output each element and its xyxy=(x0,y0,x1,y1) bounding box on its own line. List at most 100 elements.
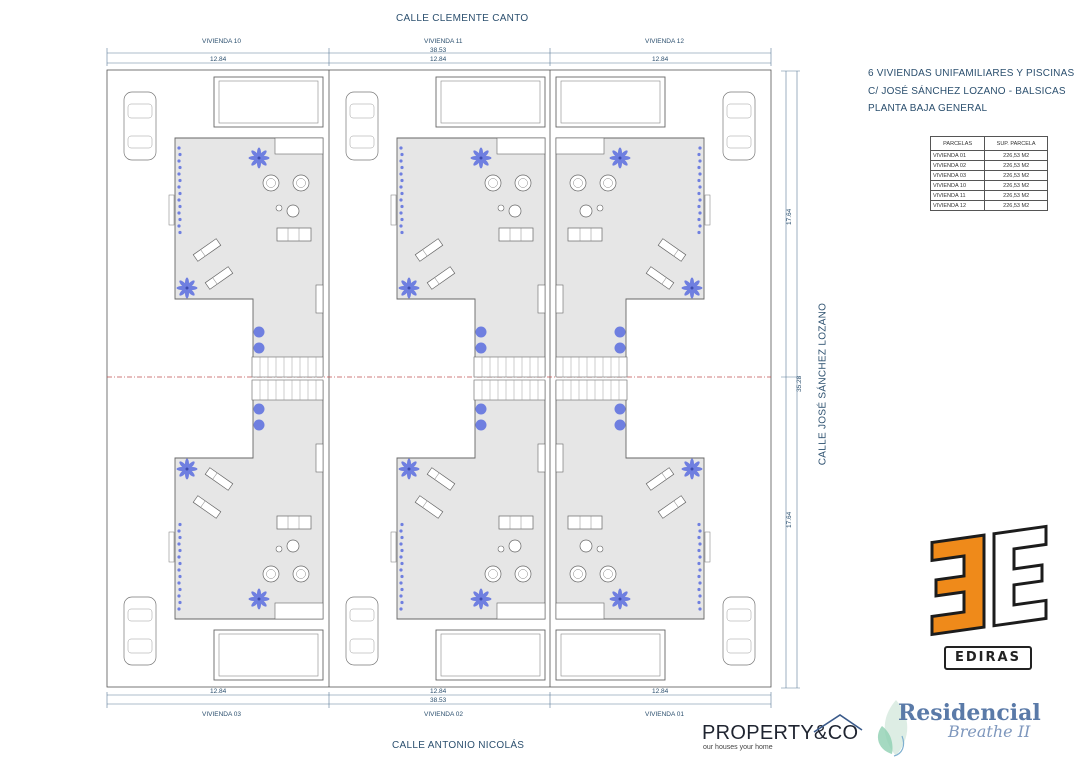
side-table xyxy=(508,539,522,553)
sun-lounger-icon xyxy=(645,467,675,491)
staircase xyxy=(251,356,324,378)
kitchen-counter xyxy=(537,284,546,314)
car-icon xyxy=(345,91,379,161)
hedge-dot xyxy=(697,178,701,183)
window xyxy=(704,194,711,226)
dimension-lot-width-bottom-3: 12.84 xyxy=(652,688,669,695)
hedge-dot xyxy=(698,581,702,585)
hedge-dot xyxy=(177,542,181,546)
sun-lounger-icon xyxy=(192,495,222,519)
palm-plant-icon xyxy=(470,588,492,610)
hedge-dot xyxy=(178,230,182,235)
property-logo-name: PROPERTY&CO xyxy=(702,722,859,744)
stool xyxy=(275,545,283,553)
planter xyxy=(614,403,626,415)
hedge-dot xyxy=(400,600,404,605)
planter xyxy=(475,326,487,338)
ediras-wordmark: EDIRAS xyxy=(944,646,1032,670)
palm-plant-icon xyxy=(176,277,198,299)
hedge-dot xyxy=(400,574,404,579)
planter xyxy=(253,326,265,338)
armchair-icon xyxy=(484,174,502,192)
hedge-dot xyxy=(177,594,181,598)
hedge-dot xyxy=(178,522,182,527)
hedge-dot xyxy=(400,191,404,196)
stool xyxy=(497,204,505,212)
house-lot xyxy=(123,76,324,378)
staircase xyxy=(555,356,628,378)
armchair-icon xyxy=(569,565,587,583)
sun-lounger-icon xyxy=(414,238,444,262)
hedge-dot xyxy=(178,191,182,196)
hedge-dot xyxy=(399,146,403,150)
palm-plant-icon xyxy=(470,147,492,169)
hedge-dot xyxy=(697,152,701,157)
hedge-dot xyxy=(697,217,701,222)
hedge-dot xyxy=(177,185,181,189)
title-line-1: 6 VIVIENDAS UNIFAMILIARES Y PISCINAS xyxy=(868,68,1075,79)
hedge-dot xyxy=(399,198,403,202)
table-cell: VIVIENDA 02 xyxy=(929,160,986,171)
hedge-dot xyxy=(697,191,701,196)
sun-lounger-icon xyxy=(414,495,444,519)
terrace-step xyxy=(274,602,324,620)
planter xyxy=(614,326,626,338)
planter xyxy=(253,403,265,415)
stool xyxy=(596,545,604,553)
dimension-total-width-top: 38.53 xyxy=(430,47,447,54)
pool-water xyxy=(560,80,661,124)
hedge-dot xyxy=(400,152,404,157)
sun-lounger-icon xyxy=(657,238,687,262)
sun-lounger-icon xyxy=(645,266,675,290)
hedge-dot xyxy=(177,198,181,202)
hedge-dot xyxy=(178,152,182,157)
parcel-outlines xyxy=(106,69,772,688)
palm-plant-icon xyxy=(681,277,703,299)
house-lot xyxy=(345,76,546,378)
hedge-dot xyxy=(178,535,182,540)
vivienda-label-bottom-2: VIVIENDA 02 xyxy=(424,711,464,718)
hedge-dot xyxy=(697,165,701,170)
hedge-dot xyxy=(399,159,403,163)
hedge-dot xyxy=(400,587,404,592)
hedge-dot xyxy=(399,224,403,228)
armchair-icon xyxy=(262,565,280,583)
sun-lounger-icon xyxy=(204,467,234,491)
car-icon xyxy=(722,596,756,666)
hedge-dot xyxy=(698,185,702,189)
kitchen-counter xyxy=(555,284,564,314)
sun-lounger-icon xyxy=(426,266,456,290)
houses-group xyxy=(123,76,756,681)
planter xyxy=(614,419,626,431)
hedge-dot xyxy=(177,555,181,559)
terrace-step xyxy=(274,137,324,155)
hedge-dot xyxy=(178,165,182,170)
pool-water xyxy=(560,633,661,677)
palm-plant-icon xyxy=(609,147,631,169)
window xyxy=(168,194,175,226)
hedge-dot xyxy=(697,535,701,540)
table-cell: VIVIENDA 12 xyxy=(929,200,986,211)
pool-water xyxy=(218,633,319,677)
table-cell: VIVIENDA 03 xyxy=(929,170,986,181)
stool xyxy=(596,204,604,212)
dimension-lines xyxy=(106,48,800,708)
table-cell: VIVIENDA 11 xyxy=(929,190,986,201)
dimension-lot-width-bottom-2: 12.84 xyxy=(430,688,447,695)
table-cell: 226,53 M2 xyxy=(984,190,1048,201)
window xyxy=(390,194,397,226)
house-lot xyxy=(345,379,546,681)
armchair-icon xyxy=(569,174,587,192)
hedge-dot xyxy=(177,607,181,611)
palm-plant-icon xyxy=(681,458,703,480)
hedge-dot xyxy=(400,522,404,527)
dimension-lot-width-bottom-1: 12.84 xyxy=(210,688,227,695)
staircase xyxy=(251,379,324,401)
pool-water xyxy=(440,80,541,124)
hedge-dot xyxy=(177,529,181,533)
dimension-lot-width-top-3: 12.84 xyxy=(652,56,669,63)
hedge-dot xyxy=(399,555,403,559)
street-top-label: CALLE CLEMENTE CANTO xyxy=(396,13,529,24)
armchair-icon xyxy=(484,565,502,583)
